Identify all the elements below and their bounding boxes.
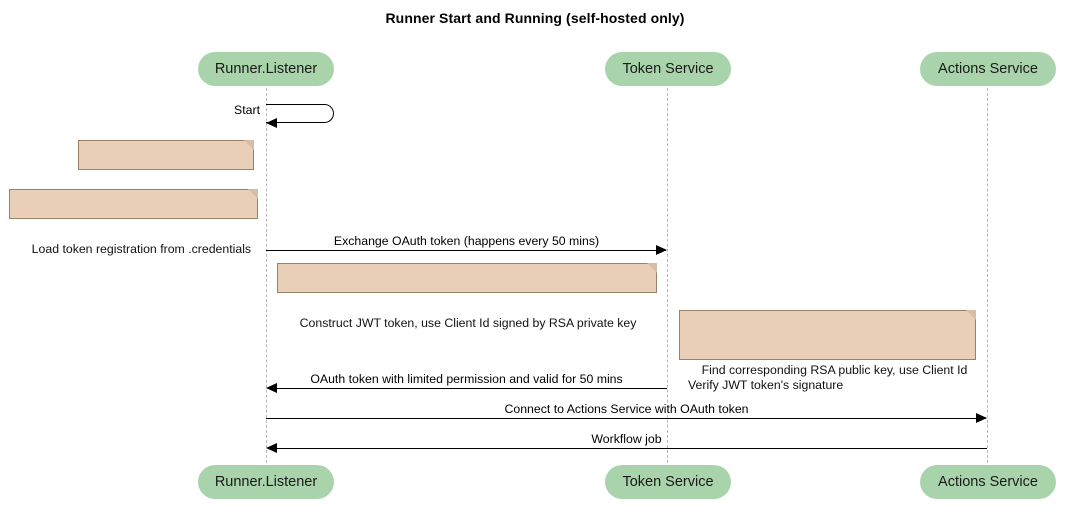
note-text: Load token registration from .credential… [31,241,252,256]
note-text: Construct JWT token, use Client Id signe… [299,315,637,330]
message-label-workflow-job: Workflow job [591,432,662,446]
message-label-connect-actions-service: Connect to Actions Service with OAuth to… [504,402,749,416]
participant-actions-service-top[interactable]: Actions Service [920,52,1056,86]
arrowhead-start [266,117,277,128]
participant-token-service-bottom[interactable]: Token Service [605,465,731,499]
note-verify-jwt-signature: Find corresponding RSA public key, use C… [679,310,976,392]
message-label-exchange-oauth-token: Exchange OAuth token (happens every 50 m… [333,234,600,248]
message-line-workflow-job [277,448,987,449]
note-fold-edge-icon [965,310,976,321]
arrowhead-oauth-token-returned [266,382,277,393]
note-load-token-registration: Load token registration from .credential… [9,189,258,256]
arrowhead-connect-actions-service [976,412,987,423]
participant-token-service-top[interactable]: Token Service [605,52,731,86]
lifeline-runner-listener [266,88,267,463]
participant-actions-service-bottom[interactable]: Actions Service [920,465,1056,499]
self-loop-start [266,104,334,123]
note-text: Find corresponding RSA public key, use C… [688,362,968,393]
arrowhead-workflow-job [266,442,277,453]
participant-runner-listener-top[interactable]: Runner.Listener [198,52,334,86]
message-label-oauth-token-returned: OAuth token with limited permission and … [310,372,623,386]
note-construct-jwt-token: Construct JWT token, use Client Id signe… [277,263,657,330]
participant-runner-listener-bottom[interactable]: Runner.Listener [198,465,334,499]
note-load-config-info: Load config info from .runner [78,140,258,207]
message-line-oauth-token-returned [277,388,667,389]
message-line-connect-actions-service [266,418,986,419]
diagram-title: Runner Start and Running (self-hosted on… [385,10,685,26]
message-line-exchange-oauth-token [266,250,666,251]
note-fold-edge-icon [646,263,657,274]
arrowhead-exchange-oauth-token [656,244,667,255]
note-fold-edge-icon [247,189,258,200]
lifeline-actions-service [987,88,988,463]
note-fold-edge-icon [243,140,254,151]
self-message-label-start: Start [234,103,260,117]
lifeline-token-service [667,88,668,463]
